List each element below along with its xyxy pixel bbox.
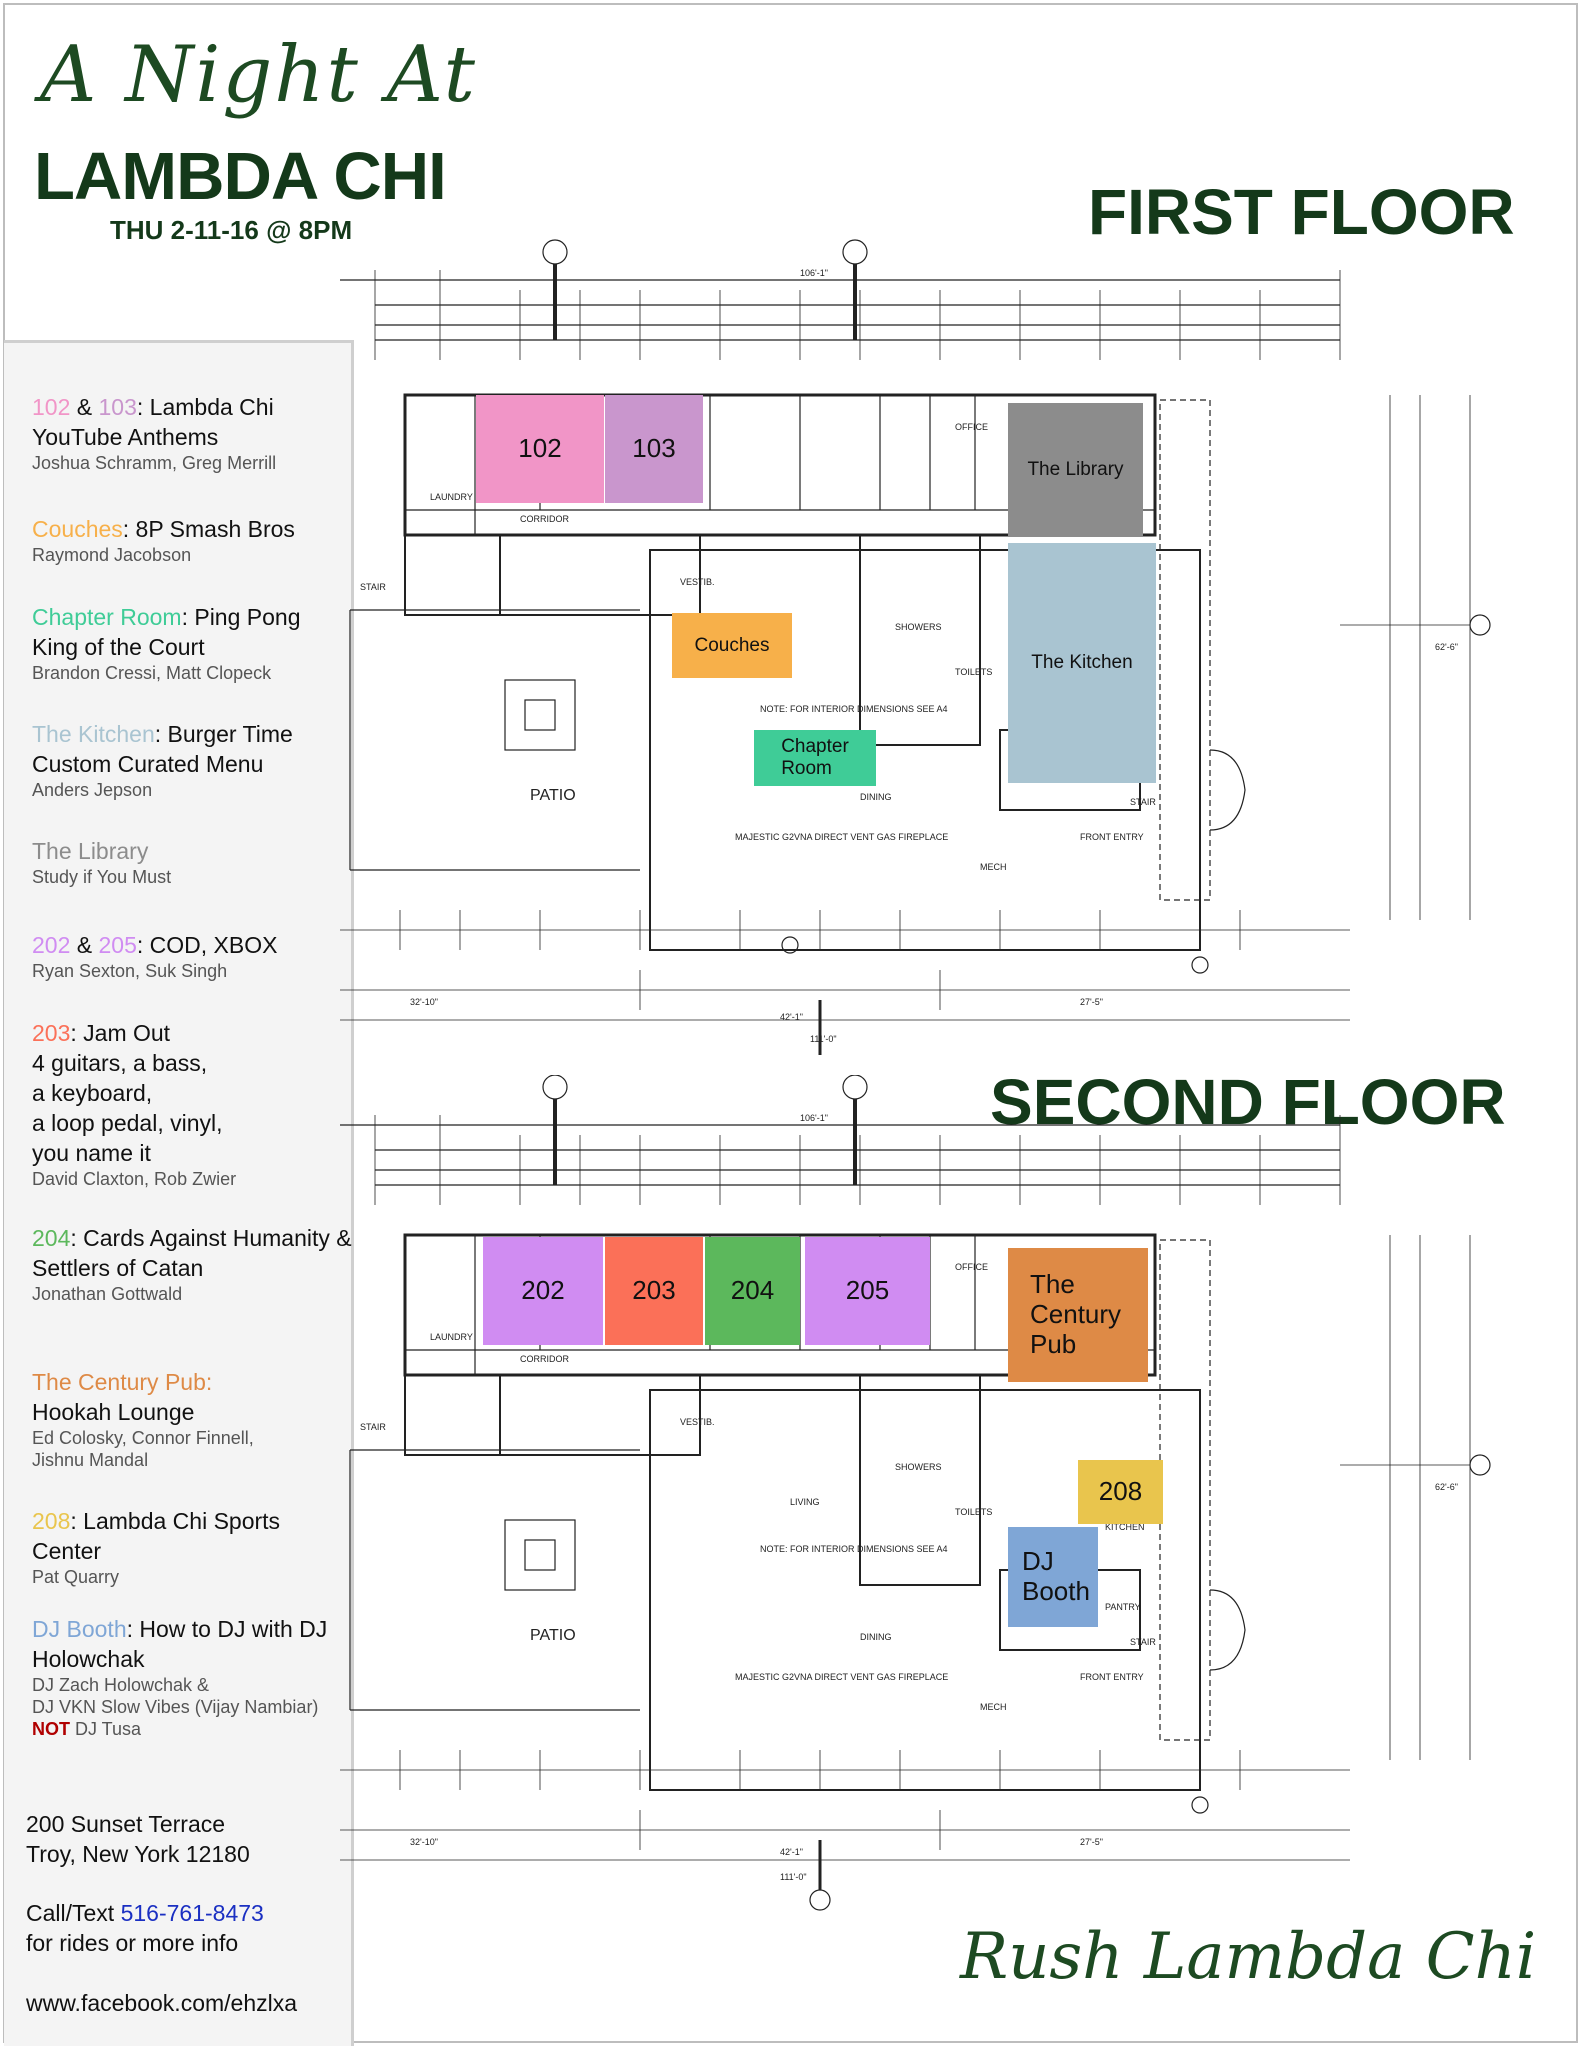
svg-text:111'-0": 111'-0" — [780, 1872, 807, 1882]
room-chapter: Chapter Room — [754, 730, 876, 786]
entry-kitchen: The Kitchen: Burger Time Custom Curated … — [32, 721, 293, 800]
entry-chapter-room: Chapter Room: Ping Pong King of the Cour… — [32, 604, 301, 683]
entry-century-pub: The Century Pub: Hookah Lounge Ed Colosk… — [32, 1369, 254, 1470]
svg-text:CORRIDOR: CORRIDOR — [520, 514, 569, 524]
svg-text:27'-5": 27'-5" — [1080, 997, 1103, 1007]
first-floor-title: FIRST FLOOR — [1088, 176, 1515, 248]
entry-102-103: 102 & 103: Lambda Chi YouTube Anthems Jo… — [32, 392, 352, 474]
svg-text:32'-10": 32'-10" — [410, 1837, 438, 1847]
svg-text:TOILETS: TOILETS — [955, 667, 992, 677]
room-dj-booth: DJ Booth — [1008, 1527, 1098, 1627]
entry-library: The Library Study if You Must — [32, 838, 172, 887]
svg-text:106'-1": 106'-1" — [800, 268, 828, 278]
svg-text:STAIR: STAIR — [360, 1422, 386, 1432]
svg-text:STAIR: STAIR — [1130, 1637, 1156, 1647]
svg-text:NOTE: FOR INTERIOR DIMENSIONS: NOTE: FOR INTERIOR DIMENSIONS SEE A4 — [760, 704, 948, 714]
second-floor-plan: 106'-1" 42'-1" 32'-10" 27'-5" 111'-0" 62… — [340, 1075, 1491, 1911]
entry-204: 204: Cards Against Humanity & Settlers o… — [32, 1225, 352, 1304]
svg-text:FRONT ENTRY: FRONT ENTRY — [1080, 832, 1144, 842]
svg-text:TOILETS: TOILETS — [955, 1507, 992, 1517]
entry-label-a: 102 — [32, 394, 71, 420]
event-title: LAMBDA CHI — [34, 139, 447, 214]
room-103: 103 — [605, 395, 703, 503]
svg-text:KITCHEN: KITCHEN — [1105, 1522, 1145, 1532]
room-library: The Library — [1008, 403, 1143, 537]
svg-text:27'-5": 27'-5" — [1080, 1837, 1103, 1847]
script-title: A Night At — [40, 30, 477, 120]
svg-text:111'-0": 111'-0" — [810, 1034, 837, 1044]
room-205: 205 — [805, 1237, 930, 1345]
room-couches: Couches — [672, 613, 792, 678]
entry-203: 203: Jam Out 4 guitars, a bass, a keyboa… — [32, 1020, 237, 1189]
svg-text:SHOWERS: SHOWERS — [895, 622, 942, 632]
svg-text:LIVING: LIVING — [790, 1497, 820, 1507]
svg-text:FRONT ENTRY: FRONT ENTRY — [1080, 1672, 1144, 1682]
entry-title-rest: : Lambda Chi YouTube Anthems — [32, 394, 274, 450]
svg-text:CORRIDOR: CORRIDOR — [520, 1354, 569, 1364]
first-floor-plan: 106'-1" 42'-1" 32'-10" 27'-5" 111'-0" 62… — [340, 239, 1491, 1055]
entry-dj-booth: DJ Booth: How to DJ with DJ Holowchak DJ… — [32, 1616, 328, 1739]
svg-text:LAUNDRY: LAUNDRY — [430, 492, 473, 502]
svg-text:STAIR: STAIR — [360, 582, 386, 592]
svg-text:62'-6": 62'-6" — [1435, 642, 1458, 652]
svg-text:STAIR: STAIR — [1130, 797, 1156, 807]
svg-text:MAJESTIC G2VNA DIRECT VENT GAS: MAJESTIC G2VNA DIRECT VENT GAS FIREPLACE — [735, 1672, 948, 1682]
rush-signature: Rush Lambda Chi — [960, 1920, 1537, 1994]
svg-text:42'-1": 42'-1" — [780, 1012, 803, 1022]
contact: Call/Text 516-761-8473 for rides or more… — [26, 1900, 264, 1956]
svg-text:MAJESTIC G2VNA DIRECT VENT GAS: MAJESTIC G2VNA DIRECT VENT GAS FIREPLACE — [735, 832, 948, 842]
event-date: THU 2-11-16 @ 8PM — [110, 215, 353, 245]
room-202: 202 — [483, 1237, 603, 1345]
room-102: 102 — [476, 395, 604, 503]
svg-text:NOTE: FOR INTERIOR DIMENSIONS: NOTE: FOR INTERIOR DIMENSIONS SEE A4 — [760, 1544, 948, 1554]
phone-link[interactable]: 516-761-8473 — [120, 1900, 264, 1926]
entry-202-205: 202 & 205: COD, XBOX Ryan Sexton, Suk Si… — [32, 932, 278, 981]
entry-names: Joshua Schramm, Greg Merrill — [32, 453, 277, 473]
svg-text:PATIO: PATIO — [530, 787, 576, 804]
entry-208: 208: Lambda Chi Sports Center Pat Quarry — [32, 1508, 281, 1587]
svg-text:PATIO: PATIO — [530, 1627, 576, 1644]
website-link[interactable]: www.facebook.com/ehzlxa — [26, 1990, 298, 2016]
room-203: 203 — [605, 1237, 703, 1345]
room-208: 208 — [1078, 1460, 1163, 1524]
sidebar — [4, 340, 354, 2046]
svg-text:OFFICE: OFFICE — [955, 1262, 988, 1272]
svg-text:MECH: MECH — [980, 1702, 1007, 1712]
svg-text:SHOWERS: SHOWERS — [895, 1462, 942, 1472]
svg-text:DINING: DINING — [860, 792, 892, 802]
room-kitchen: The Kitchen — [1008, 543, 1156, 783]
svg-text:VESTIB.: VESTIB. — [680, 1417, 715, 1427]
svg-text:42'-1": 42'-1" — [780, 1847, 803, 1857]
svg-text:PANTRY: PANTRY — [1105, 1602, 1141, 1612]
svg-text:62'-6": 62'-6" — [1435, 1482, 1458, 1492]
entry-couches: Couches: 8P Smash Bros Raymond Jacobson — [32, 516, 295, 565]
svg-text:MECH: MECH — [980, 862, 1007, 872]
not-word: NOT — [32, 1719, 70, 1739]
second-floor-title: SECOND FLOOR — [990, 1066, 1506, 1138]
address: 200 Sunset Terrace Troy, New York 12180 — [26, 1811, 250, 1867]
svg-text:LAUNDRY: LAUNDRY — [430, 1332, 473, 1342]
svg-text:32'-10": 32'-10" — [410, 997, 438, 1007]
entry-label-b: 103 — [98, 394, 137, 420]
svg-text:DINING: DINING — [860, 1632, 892, 1642]
room-century-pub: The Century Pub — [1008, 1248, 1148, 1382]
svg-text:OFFICE: OFFICE — [955, 422, 988, 432]
svg-text:VESTIB.: VESTIB. — [680, 577, 715, 587]
svg-text:106'-1": 106'-1" — [800, 1113, 828, 1123]
room-204: 204 — [705, 1237, 800, 1345]
